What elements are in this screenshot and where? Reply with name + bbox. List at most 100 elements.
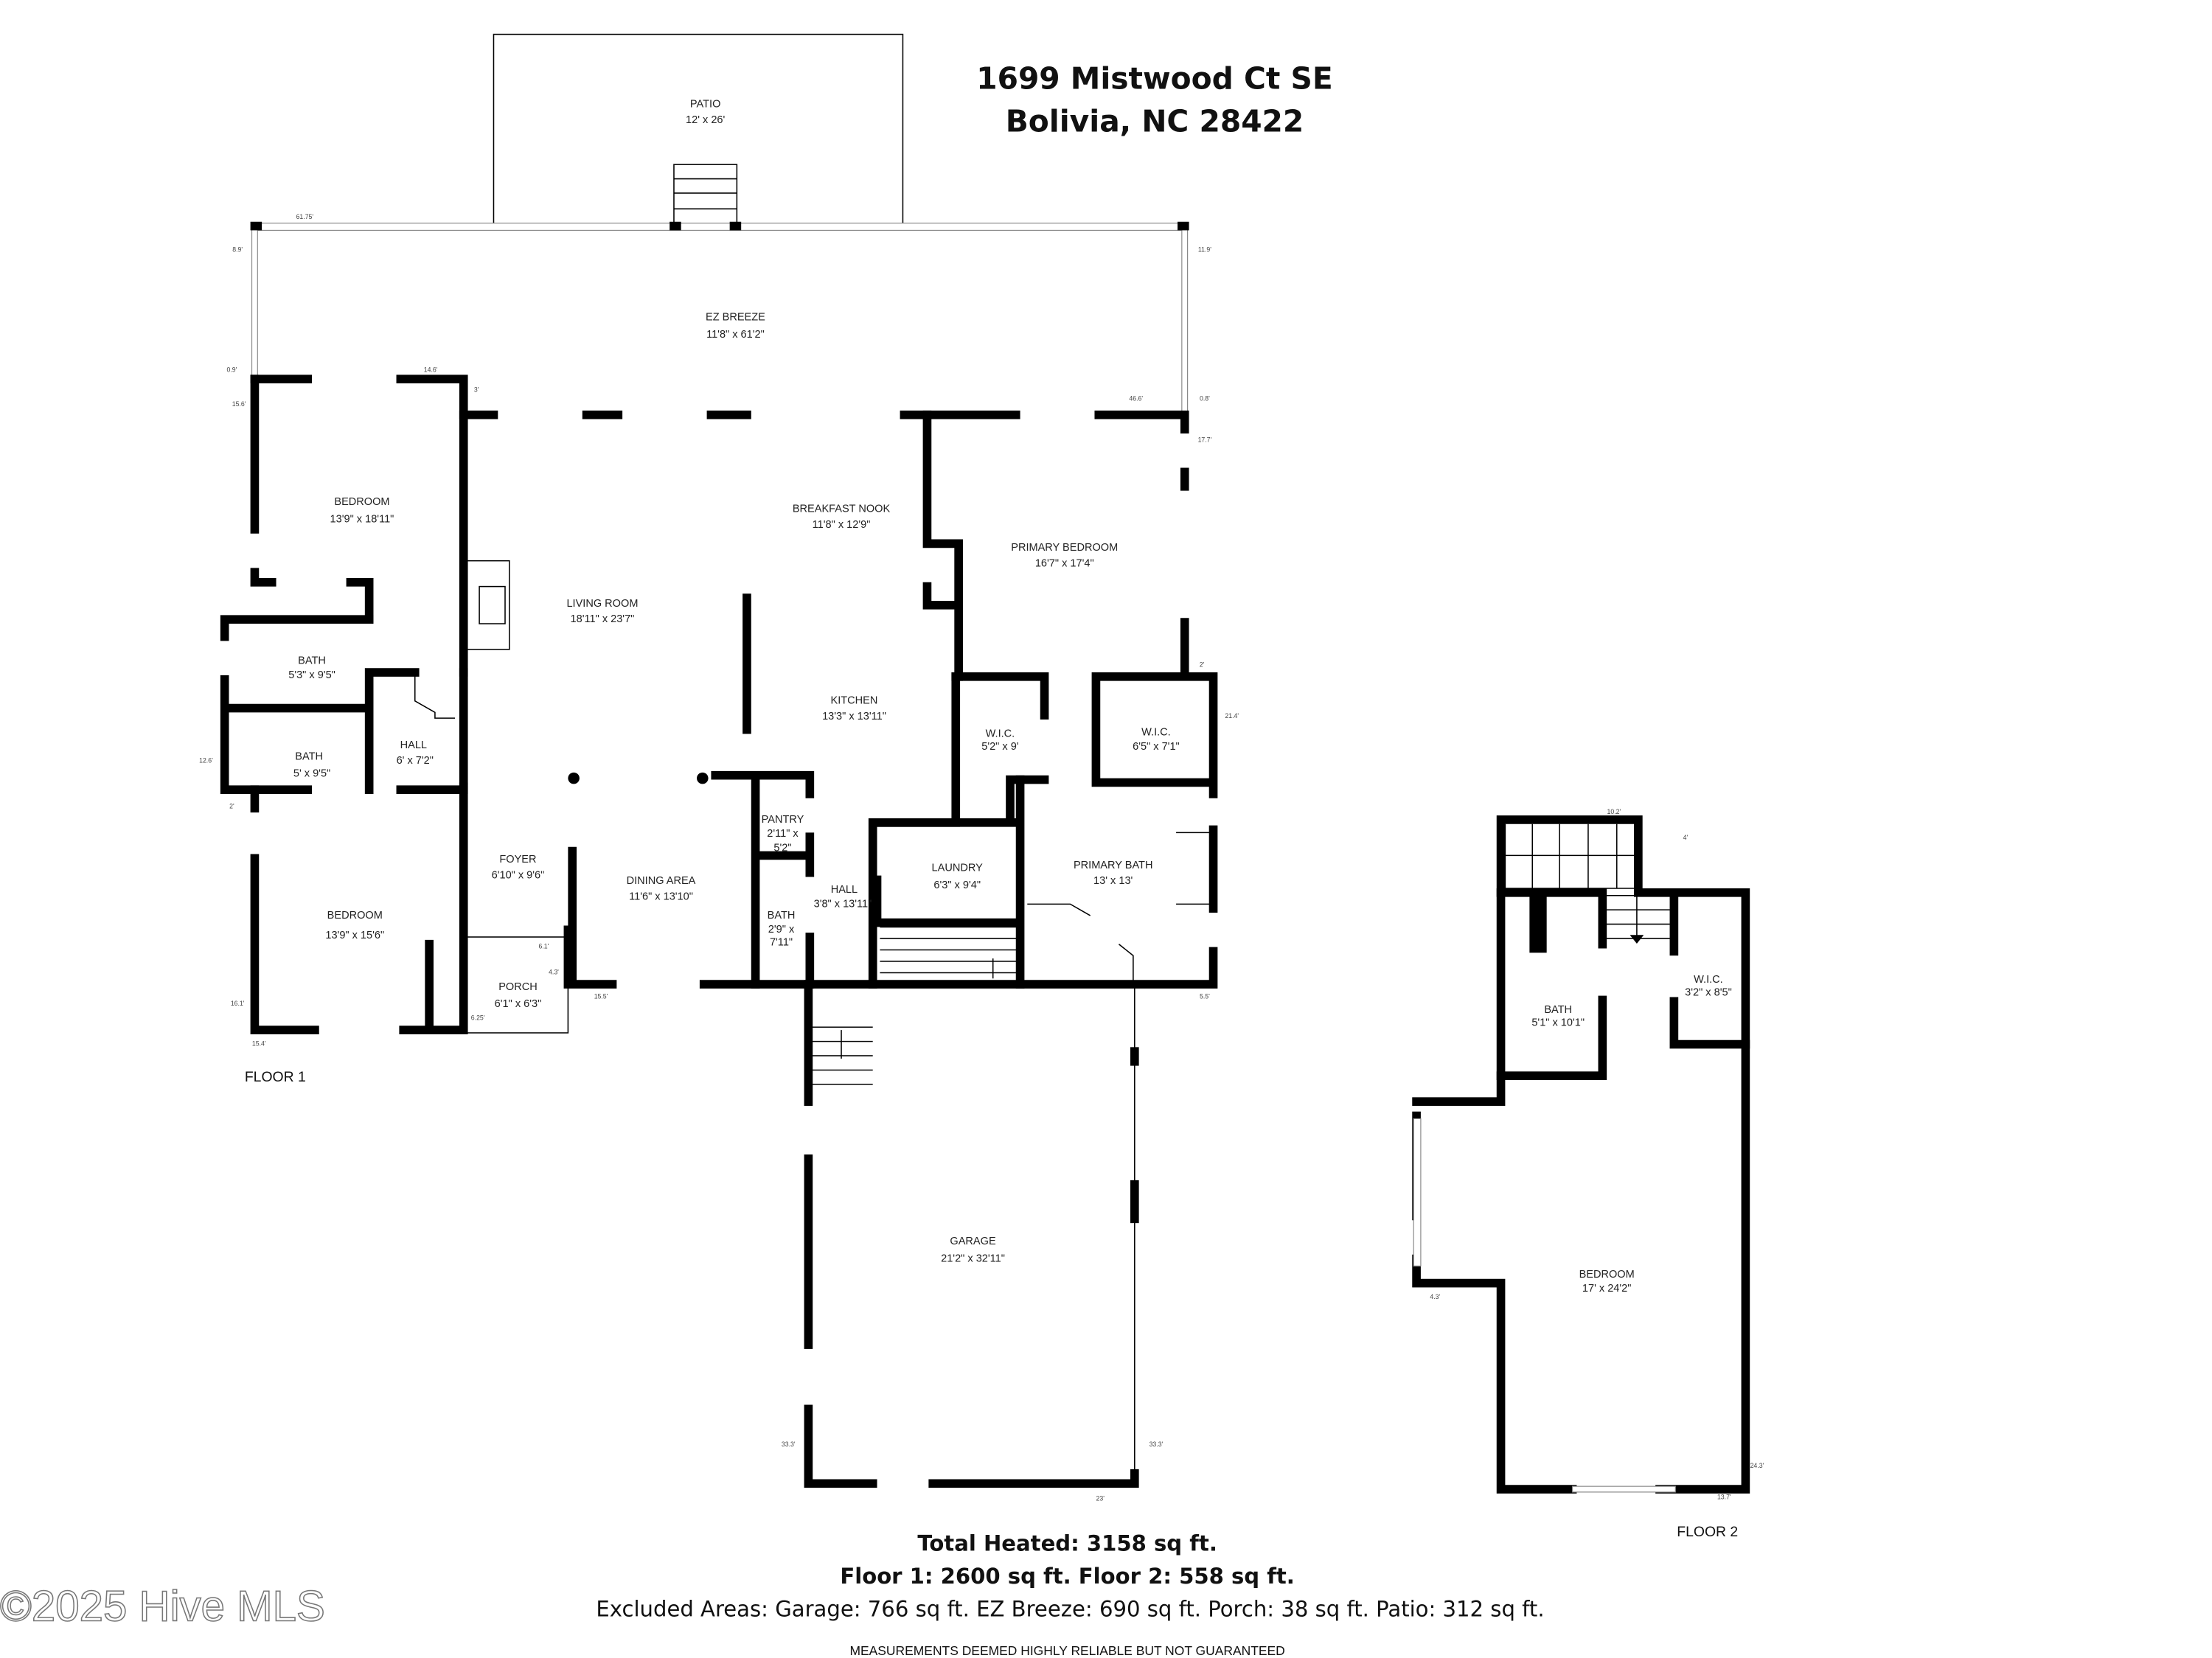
measurement: 61.75': [296, 213, 314, 220]
measurement: 13.7': [1717, 1494, 1731, 1501]
measurement: 15.4': [252, 1039, 266, 1047]
floor-2-plan: BATH 5'1" x 10'1" W.I.C. 3'2" x 8'5" BED…: [1412, 808, 1764, 1540]
room-dims: 6'3" x 9'4": [933, 879, 981, 891]
room-name: W.I.C.: [1141, 726, 1171, 738]
room-name: BATH: [1544, 1004, 1572, 1016]
floor-2-label: FLOOR 2: [1677, 1524, 1738, 1540]
room-name: BATH: [768, 910, 796, 922]
room-dims: 11'8" x 61'2": [706, 329, 765, 341]
room-name: BEDROOM: [334, 496, 389, 508]
floor-areas: Floor 1: 2600 sq ft. Floor 2: 558 sq ft.: [840, 1564, 1294, 1589]
room-name: PATIO: [690, 99, 721, 111]
room-dims: 13'3" x 13'11": [822, 711, 886, 722]
ez-breeze-walls: [250, 221, 1189, 416]
room-dims: 11'6" x 13'10": [629, 891, 693, 903]
room-name: EZ BREEZE: [706, 312, 765, 324]
room-dims: 5'1" x 10'1": [1531, 1017, 1585, 1028]
total-heated: Total Heated: 3158 sq ft.: [917, 1530, 1217, 1556]
measurement: 8.9': [232, 246, 243, 254]
address-line-2: Bolivia, NC 28422: [1006, 104, 1304, 139]
room-name: GARAGE: [950, 1236, 996, 1247]
room-dims: 5' x 9'5": [293, 768, 330, 780]
room-dims: 6'10" x 9'6": [492, 869, 545, 881]
room-name: KITCHEN: [831, 695, 878, 707]
measurement: 2': [1200, 661, 1205, 668]
room-dims: 11'8" x 12'9": [813, 519, 871, 531]
patio-stairs: [673, 164, 738, 226]
room-name: BATH: [295, 750, 323, 762]
room-dims: 6'1" x 6'3": [495, 998, 542, 1010]
measurement: 3': [474, 386, 479, 394]
room-name: PRIMARY BEDROOM: [1011, 542, 1118, 554]
room-name: HALL: [400, 739, 427, 751]
floor-2-measurements: 10.2' 4' 4.3' 24.3' 13.7': [1430, 808, 1764, 1500]
room-name: BEDROOM: [1579, 1269, 1635, 1281]
room-name: BREAKFAST NOOK: [793, 504, 891, 515]
column: [697, 772, 709, 784]
watermark: ©2025 Hive MLS: [0, 1583, 325, 1631]
room-name: BATH: [298, 655, 326, 666]
measurement: 23': [1096, 1495, 1105, 1502]
measurement: 6.25': [471, 1014, 485, 1022]
room-dims: 16'7" x 17'4": [1035, 557, 1094, 569]
measurement: 14.6': [424, 366, 438, 374]
floor-1-measurements: 61.75' 8.9' 0.9' 14.6' 15.6' 3' 46.6' 0.…: [199, 213, 1239, 1502]
column: [568, 772, 580, 784]
measurement: 0.8': [1200, 394, 1210, 402]
measurement: 11.9': [1198, 246, 1211, 254]
measurement: 4.3': [549, 968, 559, 975]
room-name: W.I.C.: [1694, 974, 1723, 986]
room-name: LAUNDRY: [932, 863, 984, 874]
room-name: FOYER: [499, 854, 536, 865]
room-name: PRIMARY BATH: [1074, 860, 1153, 871]
room-dims: 13' x 13': [1093, 875, 1133, 887]
measurement: 15.5': [594, 992, 608, 1000]
room-dims: 17' x 24'2": [1582, 1283, 1632, 1295]
measurement: 2': [229, 802, 234, 809]
room-dims: 21'2" x 32'11": [941, 1253, 1005, 1264]
floor-2-window: [1413, 1118, 1422, 1267]
room-dims: 3'8" x 13'11": [814, 898, 872, 910]
room-name: BEDROOM: [327, 910, 383, 922]
room-name: DINING AREA: [627, 875, 696, 887]
room-dims: 18'11" x 23'7": [571, 613, 635, 625]
measurement: 46.6': [1129, 394, 1143, 402]
measurement: 17.7': [1198, 436, 1212, 444]
room-dims: 2'11" x: [767, 828, 799, 840]
address-line-1: 1699 Mistwood Ct SE: [976, 60, 1332, 96]
measurement: 5.5': [1200, 992, 1210, 1000]
floor-2-inner-walls: [1496, 888, 1750, 1081]
room-name: W.I.C.: [986, 728, 1015, 739]
room-dims: 3'2" x 8'5": [1685, 987, 1732, 999]
room-name: PORCH: [498, 981, 538, 993]
floor-2-room-labels: BATH 5'1" x 10'1" W.I.C. 3'2" x 8'5" BED…: [1531, 974, 1731, 1295]
room-dims: 2'9" x: [768, 924, 795, 936]
floor-2-stairs: [1504, 823, 1670, 944]
room-name: PANTRY: [762, 814, 804, 826]
measurement: 15.6': [232, 400, 246, 408]
measurement: 16.1': [231, 1000, 245, 1007]
measurement: 33.3': [782, 1441, 796, 1448]
area-summary: Total Heated: 3158 sq ft. Floor 1: 2600 …: [596, 1530, 1544, 1658]
excluded-areas: Excluded Areas: Garage: 766 sq ft. EZ Br…: [596, 1597, 1544, 1622]
room-dims: 6'5" x 7'1": [1133, 741, 1180, 753]
floor-1-thin-lines: [414, 560, 1214, 1484]
measurement: 24.3': [1750, 1462, 1764, 1469]
room-dims: 5'2" x 9': [981, 741, 1019, 753]
measurement: 21.4': [1225, 712, 1239, 720]
measurement: 12.6': [199, 756, 213, 764]
room-name: LIVING ROOM: [566, 598, 638, 610]
floor-1-plan: PATIO 12' x 26' EZ BREEZE 11'8" x 61'2" …: [199, 33, 1239, 1502]
chimney: [1529, 892, 1547, 953]
measurement: 0.9': [226, 366, 237, 374]
measurement: 6.1': [538, 943, 549, 950]
room-dims: 5'2": [773, 843, 791, 854]
measurement: 33.3': [1150, 1441, 1164, 1448]
room-dims: 7'11": [770, 937, 793, 949]
room-dims: 6' x 7'2": [397, 755, 434, 767]
measurement: 4.3': [1430, 1293, 1440, 1300]
room-dims: 13'9" x 18'11": [330, 513, 394, 525]
patio-outline: [493, 33, 904, 226]
floor-1-label: FLOOR 1: [245, 1069, 306, 1085]
